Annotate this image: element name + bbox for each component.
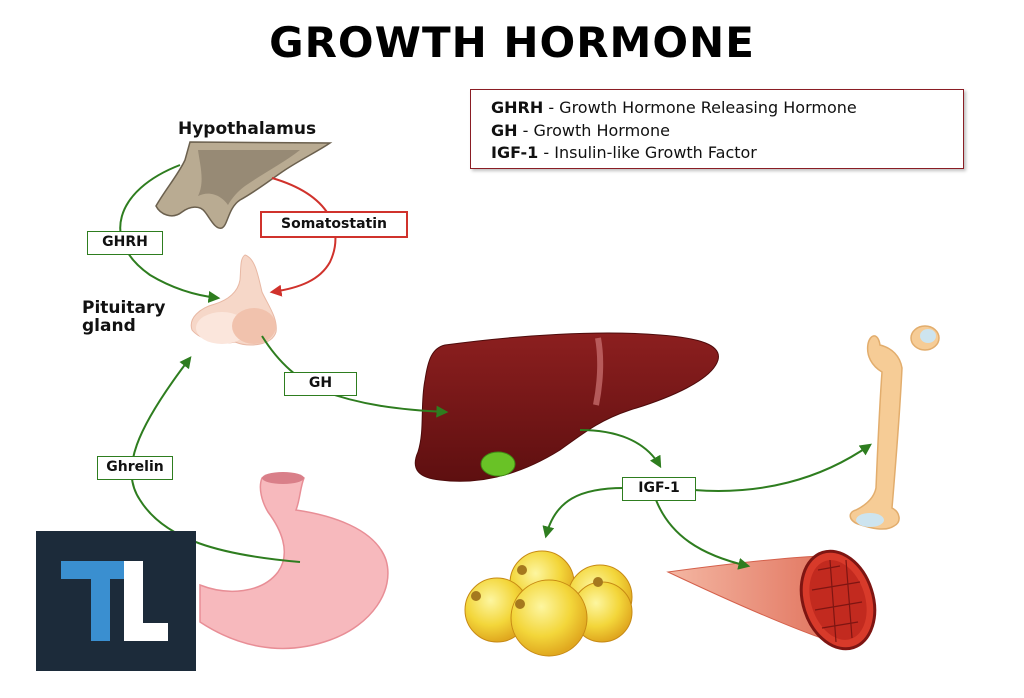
igf1-tag: IGF-1 [622, 477, 696, 501]
igf1-to-fat-arrow [542, 487, 625, 539]
legend-text: - Growth Hormone Releasing Hormone [543, 98, 857, 117]
legend-abbr: IGF-1 [491, 143, 539, 162]
tl-logo: TL [36, 531, 196, 671]
pituitary-label-line2: gland [82, 316, 136, 336]
pituitary-illustration [190, 254, 277, 346]
gh-tag: GH [284, 372, 357, 396]
legend-row-gh: GH - Growth Hormone [491, 120, 963, 143]
bone-illustration [849, 325, 940, 530]
legend-box: GHRH - Growth Hormone Releasing Hormone … [470, 89, 964, 169]
legend-row-igf1: IGF-1 - Insulin-like Growth Factor [491, 142, 963, 165]
fat-cells-illustration [464, 550, 633, 657]
liver-illustration [414, 332, 719, 482]
legend-text: - Growth Hormone [517, 120, 670, 140]
pituitary-label-line1: Pituitary [82, 298, 166, 318]
diagram-title: GROWTH HORMONE [269, 18, 755, 67]
hypothalamus-label: Hypothalamus [178, 119, 317, 139]
tl-logo-mark: TL [61, 561, 168, 641]
stomach-illustration [199, 472, 389, 650]
somatostatin-arrow [269, 177, 337, 297]
legend-text: - Insulin-like Growth Factor [538, 143, 757, 162]
somatostatin-tag: Somatostatin [260, 211, 408, 238]
legend-row-ghrh: GHRH - Growth Hormone Releasing Hormone [491, 97, 963, 120]
liver-to-igf1-arrow [579, 429, 662, 469]
legend-abbr: GHRH [491, 98, 544, 117]
ghrelin-tag: Ghrelin [97, 456, 173, 480]
igf1-to-muscle-arrow [655, 499, 751, 570]
ghrh-tag: GHRH [87, 231, 163, 255]
muscle-illustration [666, 549, 877, 651]
hypothalamus-illustration [155, 141, 333, 229]
igf1-to-bone-arrow [693, 443, 872, 492]
ghrh-arrow [119, 164, 221, 303]
ghrelin-arrow [130, 356, 301, 563]
legend-abbr: GH [491, 120, 518, 140]
